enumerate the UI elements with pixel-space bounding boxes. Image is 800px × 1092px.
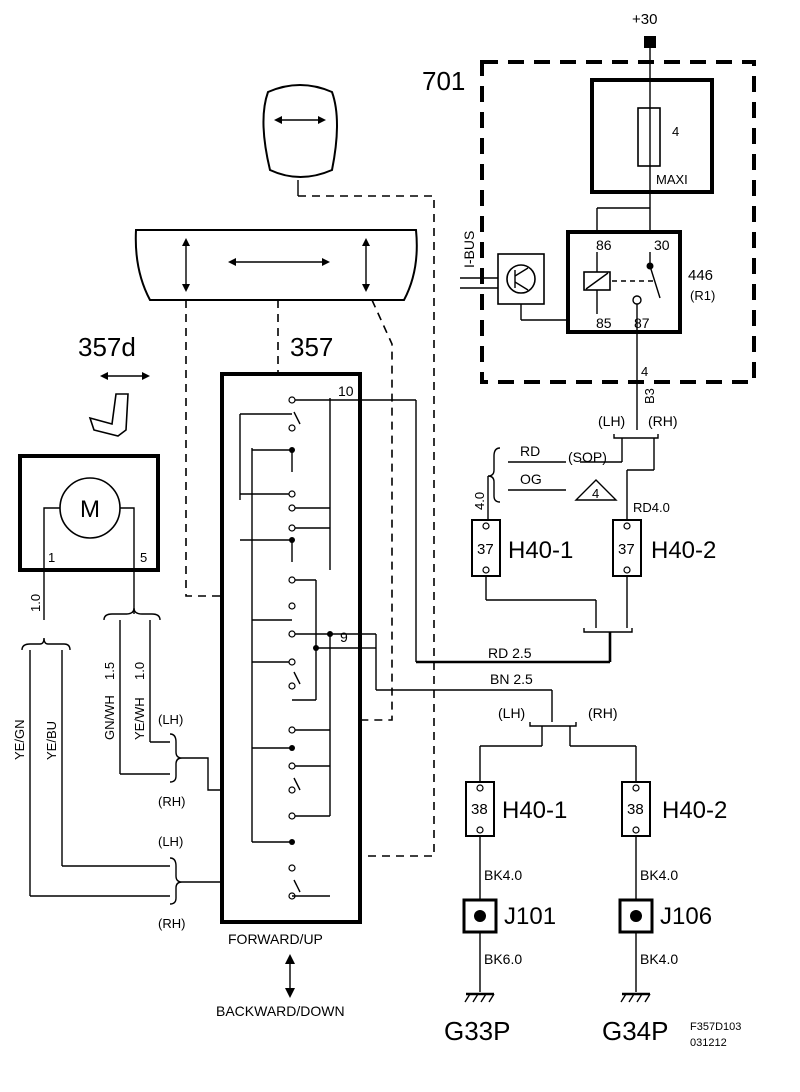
pin-38-rh: 38 [627, 801, 644, 818]
size-15: 1.5 [102, 662, 117, 680]
ground-chain-lh: BK4.0 J101 BK6.0 G33P [444, 836, 556, 1046]
switch-357-label: 357 [290, 332, 333, 362]
gnwh-label: GN/WH [102, 695, 117, 740]
bk40-lh-label: BK4.0 [484, 867, 522, 883]
relay-pin-85: 85 [596, 315, 612, 331]
ref-code: F357D103 [690, 1021, 741, 1033]
bk40-rh2-label: BK4.0 [640, 951, 678, 967]
ibus-label: I-BUS [461, 231, 477, 268]
rd25-label: RD 2.5 [488, 645, 532, 661]
connector-h40-2-38: 38 H40-2 [621, 781, 727, 837]
sop-label: (SOP) [568, 449, 607, 465]
connector-h40-2-37: 37 H40-2 [612, 519, 716, 577]
j101-label: J101 [504, 903, 556, 930]
j106-label: J106 [660, 903, 712, 930]
backward-label: BACKWARD/DOWN [216, 1003, 345, 1019]
motor-box: M 1 5 [18, 454, 160, 620]
size-40-label: 4.0 [472, 492, 487, 510]
seat-cushion-icon [134, 229, 418, 301]
headrest-icon [262, 84, 338, 196]
yewh-label: YE/WH [132, 697, 147, 740]
seat-motor-icon: 357d [78, 332, 150, 437]
ground-rh-label: (RH) [588, 705, 618, 721]
split-rh-label: (RH) [648, 413, 678, 429]
supply-label: +30 [632, 11, 657, 28]
color-option: RD OG 4.0 (SOP) 4 [472, 443, 618, 520]
relay-pin-86: 86 [596, 237, 612, 253]
note-triangle-icon [574, 479, 618, 501]
connector-h40-1-38: 38 H40-1 [465, 781, 567, 837]
connector-h40-1-37: 37 H40-1 [471, 519, 573, 577]
motor-pin-5: 5 [140, 550, 147, 565]
fuse-type: MAXI [656, 172, 688, 187]
switch-357: 357 [216, 332, 416, 1019]
motor-lh-label: (LH) [158, 712, 183, 727]
bn25-label: BN 2.5 [490, 671, 533, 687]
split-lh-label: (LH) [598, 413, 625, 429]
bk60-label: BK6.0 [484, 951, 522, 967]
motor-357d-label: 357d [78, 332, 136, 362]
note-number: 4 [592, 486, 599, 501]
yegn-label: YE/GN [12, 720, 27, 760]
bk40-rh-label: BK4.0 [640, 867, 678, 883]
h40-1-label: H40-1 [508, 537, 573, 564]
supply-terminal-square [644, 36, 656, 48]
relay-sub: (R1) [690, 288, 715, 303]
pin-37-lh: 37 [477, 541, 494, 558]
h40-2-38-label: H40-2 [662, 797, 727, 824]
motor2-lh-label: (LH) [158, 834, 183, 849]
fuse-maxi: 4 MAXI [590, 78, 714, 194]
unit-701-label: 701 [422, 66, 465, 96]
relay-output-wire: 4 B3 (LH) (RH) RD4.0 [580, 332, 678, 520]
fuse-element [637, 107, 661, 167]
wire-4-label: 4 [641, 364, 648, 379]
yebu-label: YE/BU [44, 721, 59, 760]
relay-pin-30: 30 [654, 237, 670, 253]
ref-date: 031212 [690, 1037, 727, 1049]
pin-9-label: 9 [340, 629, 348, 645]
h40-1-38-label: H40-1 [502, 797, 567, 824]
motor-rh-label: (RH) [158, 794, 185, 809]
motor-m: M [80, 496, 100, 523]
option-og: OG [520, 471, 542, 487]
motor-wires: 1.0 YE/GN YE/BU GN/WH YE/WH 1.5 1.0 (LH)… [12, 594, 292, 931]
ground-chain-rh: BK4.0 J106 BK4.0 G34P [602, 836, 712, 1046]
relay-446: 86 30 85 87 446 (R1) [566, 207, 715, 334]
size-10-left: 1.0 [28, 594, 43, 612]
size-10-right: 1.0 [132, 662, 147, 680]
wire-b3-label: B3 [642, 388, 657, 404]
rd25-wire: RD 2.5 [415, 400, 633, 664]
ground-lh-label: (LH) [498, 705, 525, 721]
bn25-wire: BN 2.5 (LH) (RH) [376, 671, 637, 782]
g33p-label: G33P [444, 1016, 511, 1046]
pin-37-rh: 37 [618, 541, 635, 558]
ibus-connector: I-BUS [460, 231, 572, 321]
motor-pin-1: 1 [48, 550, 55, 565]
pin-38-lh: 38 [471, 801, 488, 818]
pin-10-label: 10 [338, 383, 354, 399]
motor2-rh-label: (RH) [158, 916, 185, 931]
fuse-number: 4 [672, 124, 679, 139]
relay-pin-87: 87 [634, 315, 650, 331]
forward-label: FORWARD/UP [228, 931, 323, 947]
unit-701: 701 [422, 60, 756, 384]
transistor-icon [506, 264, 536, 294]
rd40-label: RD4.0 [633, 500, 670, 515]
g34p-label: G34P [602, 1016, 669, 1046]
option-rd: RD [520, 443, 540, 459]
relay-id: 446 [688, 267, 713, 284]
h40-2-label: H40-2 [651, 537, 716, 564]
